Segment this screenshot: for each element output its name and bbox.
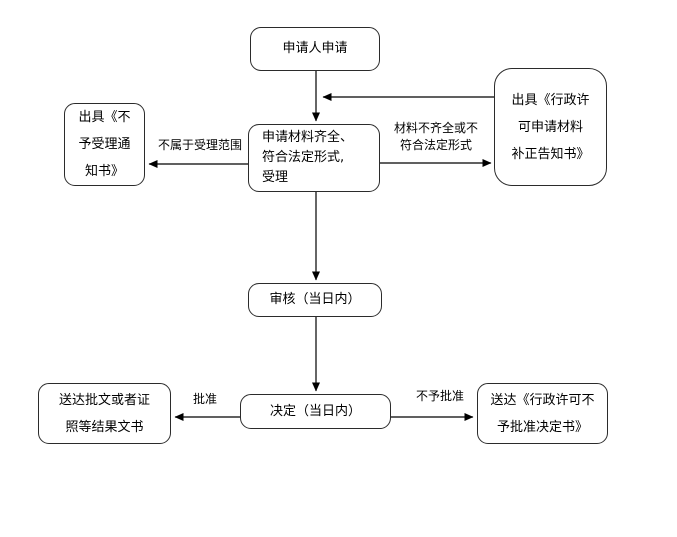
edge-label-incomplete-materials: 材料不齐全或不 符合法定形式 [393,121,478,152]
node-accept-application-label: 申请材料齐全、 符合法定形式, 受理 [262,130,354,185]
node-applicant-apply-label: 申请人申请 [282,41,348,56]
node-correction-notice: 出具《行政许 可申请材料 补正告知书》 [494,68,607,186]
node-reject-notice-label: 出具《不 予受理通 知书》 [78,110,131,179]
node-review-label: 审核（当日内） [269,292,361,307]
node-accept-application: 申请材料齐全、 符合法定形式, 受理 [248,124,380,192]
node-deliver-approval-label: 送达批文或者证 照等结果文书 [58,392,150,435]
node-correction-notice-label: 出具《行政许 可申请材料 补正告知书》 [511,92,590,162]
edge-label-not-approved: 不予批准 [415,389,464,403]
node-deliver-approval: 送达批文或者证 照等结果文书 [38,383,171,444]
edge-label-approved: 批准 [192,392,217,406]
node-decision-label: 决定（当日内） [269,403,361,419]
node-reject-notice: 出具《不 予受理通 知书》 [64,103,145,186]
node-deliver-disapproval-label: 送达《行政许可不 予批准决定书》 [490,392,595,435]
node-review: 审核（当日内） [248,283,382,317]
node-deliver-disapproval: 送达《行政许可不 予批准决定书》 [477,383,608,444]
node-decision: 决定（当日内） [240,394,391,429]
edge-label-out-of-scope: 不属于受理范围 [157,138,242,152]
node-applicant-apply: 申请人申请 [250,27,380,71]
